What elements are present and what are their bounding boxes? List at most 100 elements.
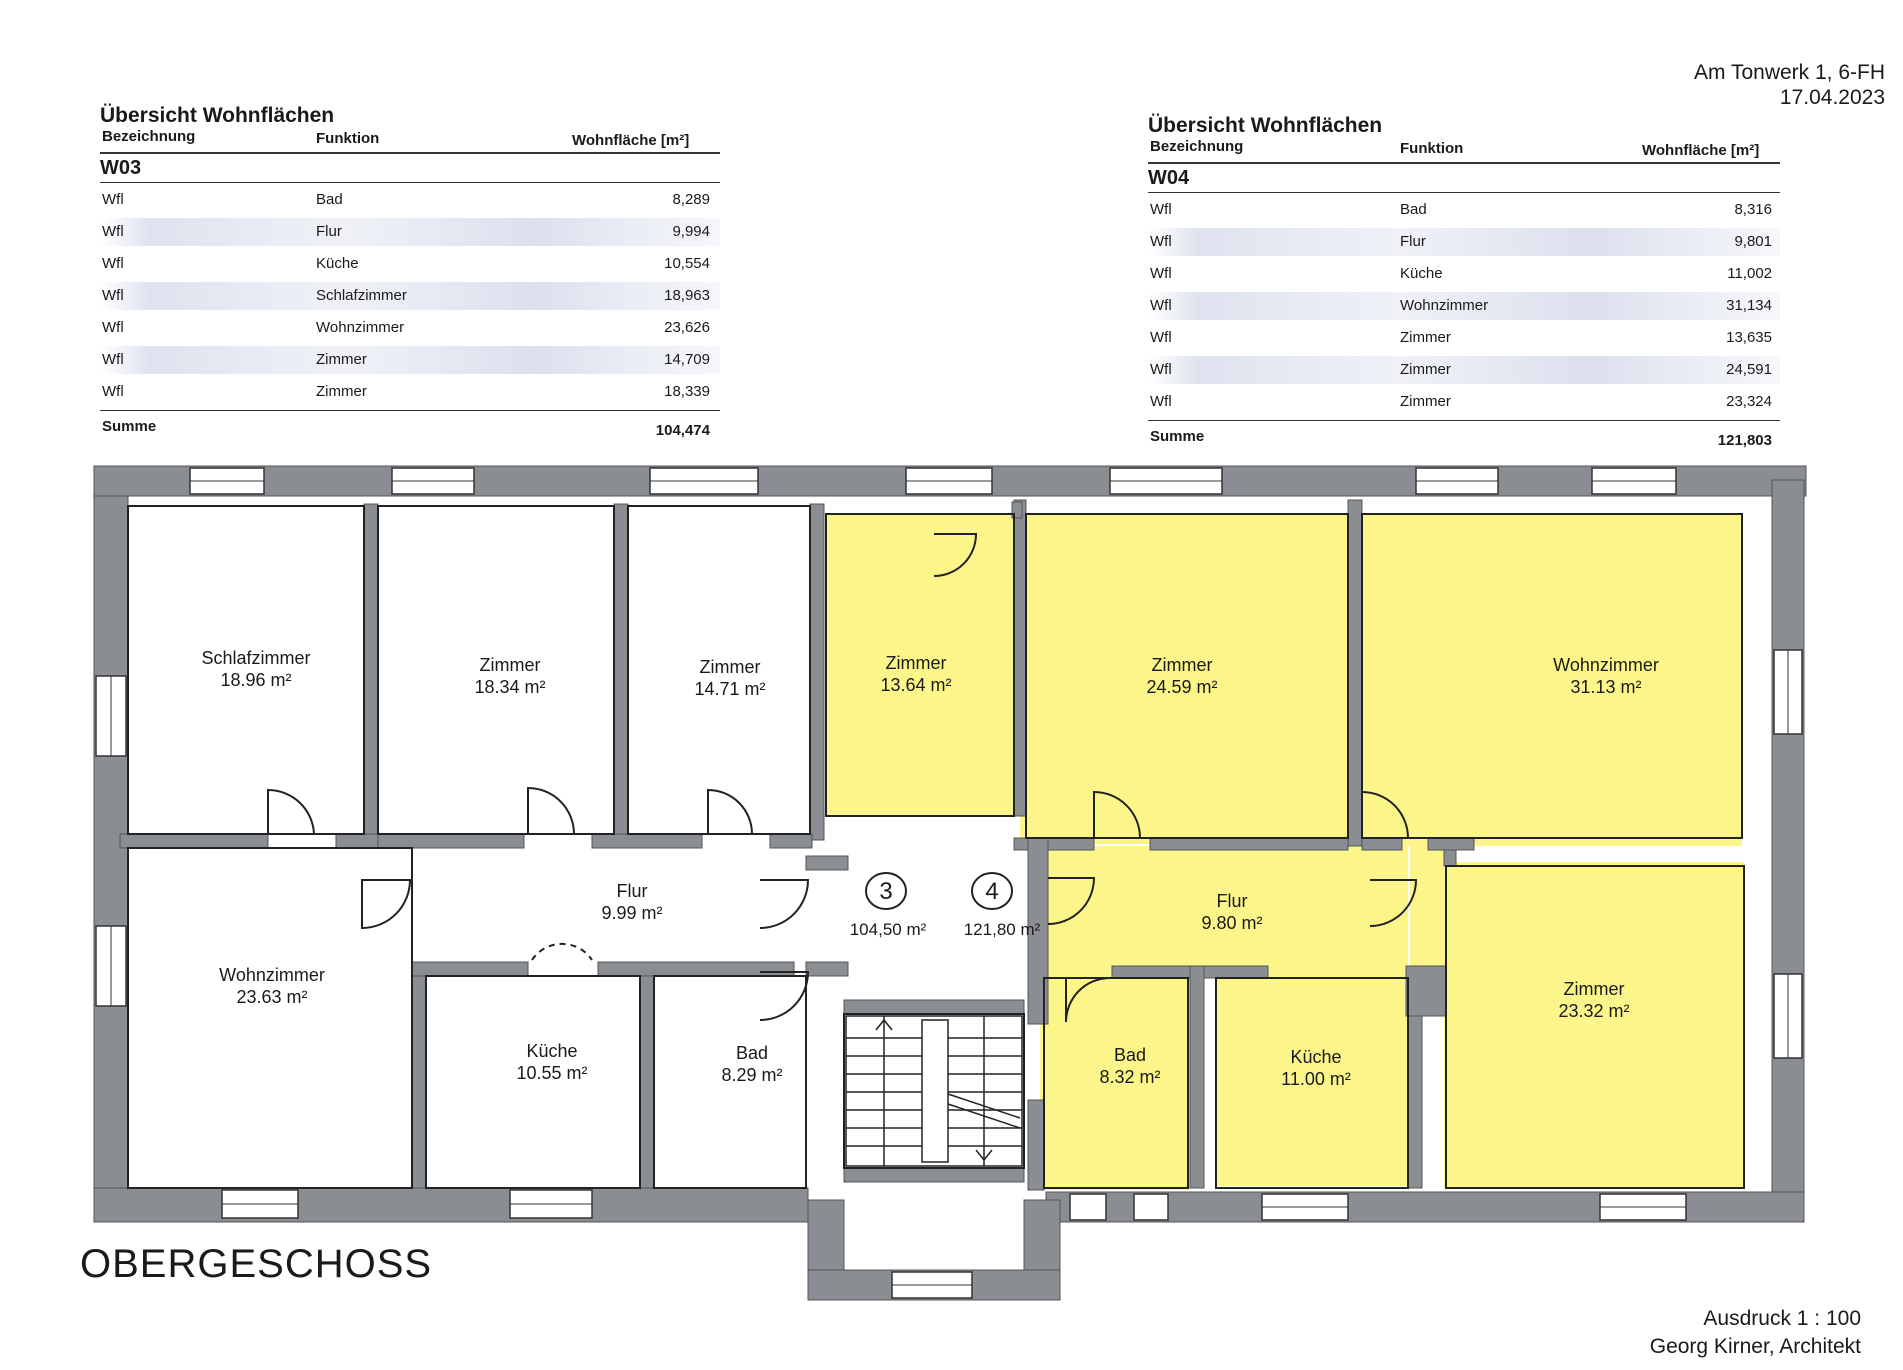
room-area: 24.59 m² bbox=[1146, 677, 1218, 697]
room-area: 11.00 m² bbox=[1281, 1069, 1351, 1089]
room-w04-zimmer: Zimmer 23.32 m² bbox=[1558, 978, 1629, 1022]
table-rule bbox=[1148, 162, 1780, 164]
cell-bez: Wfl bbox=[102, 319, 124, 336]
table-rule bbox=[100, 182, 720, 183]
cell-bez: Wfl bbox=[102, 255, 124, 272]
cell-funktion: Wohnzimmer bbox=[316, 319, 405, 336]
room-name: Flur bbox=[1216, 891, 1248, 911]
room-w04-zimmer: Zimmer 13.64 m² bbox=[880, 652, 951, 696]
room-area: 13.64 m² bbox=[880, 675, 952, 695]
table-title: Übersicht Wohnflächen bbox=[100, 104, 335, 127]
room-area: 31.13 m² bbox=[1570, 677, 1642, 697]
cell-funktion: Küche bbox=[316, 255, 359, 272]
cell-flaeche: 18,339 bbox=[664, 383, 710, 400]
room-name: Zimmer bbox=[885, 653, 947, 673]
cell-bez: Wfl bbox=[102, 383, 124, 400]
table-row: Wfl Wohnzimmer 31,134 bbox=[1148, 292, 1780, 320]
cell-funktion: Flur bbox=[316, 223, 342, 240]
table-row: Wfl Bad 8,316 bbox=[1148, 196, 1780, 224]
cell-flaeche: 9,801 bbox=[1734, 233, 1772, 250]
unit-label: W03 bbox=[100, 157, 142, 179]
floor-title: OBERGESCHOSS bbox=[80, 1242, 433, 1286]
cell-funktion: Bad bbox=[1400, 201, 1427, 218]
cell-bez: Wfl bbox=[1150, 233, 1172, 250]
room-w03-wohnzimmer: Wohnzimmer 23.63 m² bbox=[219, 964, 325, 1008]
cell-flaeche: 13,635 bbox=[1726, 329, 1772, 346]
cell-bez: Wfl bbox=[1150, 329, 1172, 346]
col-bezeichnung: Bezeichnung bbox=[1150, 138, 1244, 155]
room-name: Zimmer bbox=[1563, 979, 1625, 999]
col-wohnflaeche: Wohnfläche [m²] bbox=[572, 132, 690, 149]
room-name: Küche bbox=[526, 1041, 578, 1061]
col-funktion: Funktion bbox=[316, 130, 380, 147]
room-area: 8.32 m² bbox=[1099, 1067, 1161, 1087]
room-area: 9.99 m² bbox=[601, 903, 663, 923]
room-area: 9.80 m² bbox=[1201, 913, 1263, 933]
room-w03-zimmer: Zimmer 14.71 m² bbox=[694, 656, 765, 700]
room-w04-zimmer: Zimmer 24.59 m² bbox=[1146, 654, 1217, 698]
room-name: Zimmer bbox=[479, 655, 541, 675]
table-row: Wfl Flur 9,801 bbox=[1148, 228, 1780, 256]
table-row: Wfl Wohnzimmer 23,626 bbox=[100, 314, 720, 342]
unit-4-number: 4 bbox=[985, 878, 999, 905]
cell-funktion: Zimmer bbox=[1400, 329, 1451, 346]
room-area: 18.96 m² bbox=[220, 670, 292, 690]
print-scale: Ausdruck 1 : 100 bbox=[1703, 1307, 1861, 1330]
cell-flaeche: 8,316 bbox=[1734, 201, 1772, 218]
room-w04-wohnzimmer: Wohnzimmer 31.13 m² bbox=[1553, 654, 1659, 698]
room-name: Küche bbox=[1290, 1047, 1342, 1067]
cell-flaeche: 11,002 bbox=[1727, 265, 1772, 282]
table-rule bbox=[1148, 192, 1780, 193]
room-name: Wohnzimmer bbox=[1553, 655, 1659, 675]
unit-3-number: 3 bbox=[879, 878, 893, 905]
room-area: 18.34 m² bbox=[474, 677, 546, 697]
area-table-w03: Übersicht Wohnflächen Bezeichnung Funkti… bbox=[100, 104, 720, 444]
room-outlines bbox=[127, 505, 1745, 1189]
door-swings bbox=[267, 533, 1418, 1023]
room-name: Flur bbox=[616, 881, 648, 901]
table-rule bbox=[1148, 420, 1780, 421]
cell-flaeche: 14,709 bbox=[664, 351, 710, 368]
room-w03-zimmer: Zimmer 18.34 m² bbox=[474, 654, 545, 698]
date: 17.04.2023 bbox=[1779, 86, 1885, 109]
cell-bez: Wfl bbox=[1150, 361, 1172, 378]
room-name: Bad bbox=[735, 1043, 769, 1063]
table-rule bbox=[100, 410, 720, 411]
table-rule bbox=[100, 152, 720, 154]
cell-bez: Wfl bbox=[102, 287, 124, 304]
table-row: Wfl Zimmer 13,635 bbox=[1148, 324, 1780, 352]
room-area: 8.29 m² bbox=[721, 1065, 783, 1085]
document-footer: Ausdruck 1 : 100 Georg Kirner, Architekt bbox=[1650, 1305, 1861, 1361]
room-name: Wohnzimmer bbox=[219, 965, 325, 985]
table-row: Wfl Zimmer 23,324 bbox=[1148, 388, 1780, 416]
table-row: Wfl Küche 10,554 bbox=[100, 250, 720, 278]
col-funktion: Funktion bbox=[1400, 140, 1464, 157]
cell-funktion: Zimmer bbox=[316, 351, 367, 368]
sum-value: 104,474 bbox=[655, 422, 710, 439]
room-area: 23.63 m² bbox=[236, 987, 308, 1007]
document-header: Am Tonwerk 1, 6-FH 17.04.2023 bbox=[1694, 60, 1885, 110]
room-w03-kueche: Küche 10.55 m² bbox=[516, 1040, 587, 1084]
cell-flaeche: 9,994 bbox=[672, 223, 710, 240]
architect: Georg Kirner, Architekt bbox=[1649, 1335, 1861, 1358]
cell-flaeche: 10,554 bbox=[664, 255, 710, 272]
cell-flaeche: 23,324 bbox=[1726, 393, 1772, 410]
room-name: Schlafzimmer bbox=[201, 648, 311, 668]
cell-bez: Wfl bbox=[1150, 201, 1172, 218]
cell-bez: Wfl bbox=[102, 223, 124, 240]
cell-funktion: Küche bbox=[1400, 265, 1443, 282]
unit-3-area: 104,50 m² bbox=[849, 920, 927, 939]
cell-flaeche: 31,134 bbox=[1726, 297, 1772, 314]
table-row: Wfl Schlafzimmer 18,963 bbox=[100, 282, 720, 310]
sum-value: 121,803 bbox=[1717, 432, 1772, 449]
sum-label: Summe bbox=[102, 418, 157, 435]
cell-funktion: Zimmer bbox=[1400, 361, 1451, 378]
unit-label: W04 bbox=[1148, 167, 1190, 189]
room-w04-kueche: Küche 11.00 m² bbox=[1281, 1046, 1351, 1090]
window-sashes bbox=[110, 480, 1789, 1286]
cell-flaeche: 24,591 bbox=[1726, 361, 1772, 378]
cell-funktion: Wohnzimmer bbox=[1400, 297, 1489, 314]
room-area: 14.71 m² bbox=[694, 679, 766, 699]
room-w04-bad: Bad 8.32 m² bbox=[1099, 1044, 1160, 1088]
